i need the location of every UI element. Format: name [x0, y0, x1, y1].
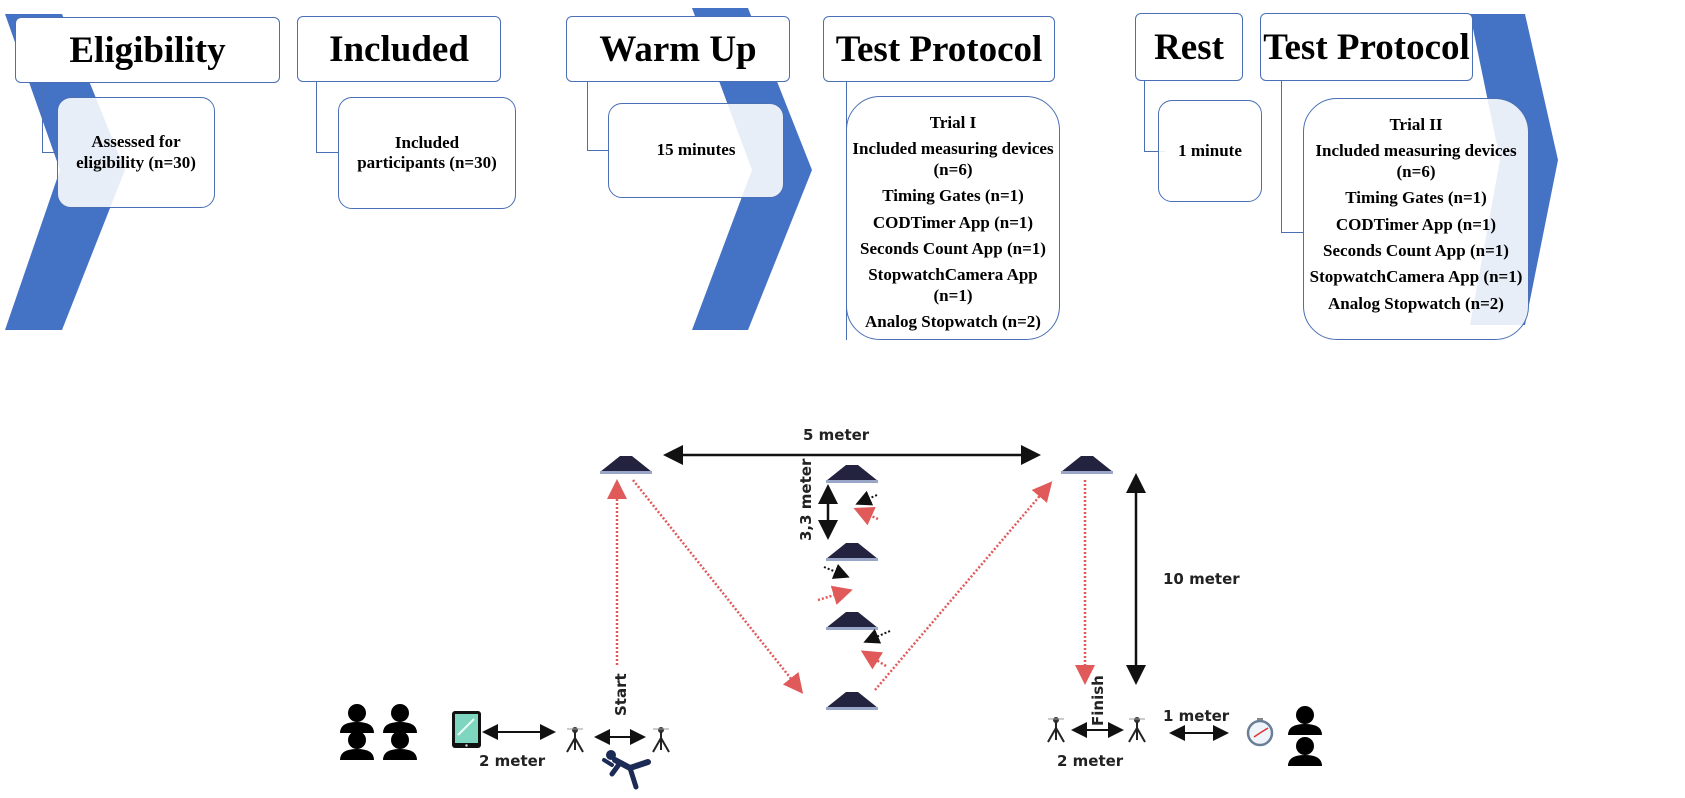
detail-line: StopwatchCamera App (n=1): [868, 265, 1038, 305]
connector: [1144, 78, 1165, 152]
cone-icon: [826, 692, 878, 710]
finish-distance-label: 2 meter: [1057, 752, 1124, 770]
detail-line: Assessed for: [91, 132, 181, 152]
timing-gate-icon: [1128, 716, 1146, 743]
step-header-eligibility: Eligibility: [15, 17, 280, 83]
step-title: Included: [329, 28, 469, 70]
step-detail-trial-2: Trial II Included measuring devices (n=6…: [1303, 98, 1529, 340]
timing-gate-icon: [566, 726, 584, 753]
detail-line: 15 minutes: [656, 140, 736, 160]
step-detail-eligibility: Assessed for eligibility (n=30): [57, 97, 215, 208]
person-icon: [1288, 706, 1322, 766]
detail-line: StopwatchCamera App (n=1): [1309, 267, 1523, 287]
step-title: Test Protocol: [835, 28, 1043, 70]
detail-line: Analog Stopwatch (n=2): [1328, 293, 1504, 313]
detail-line: eligibility (n=30): [76, 152, 196, 172]
finish-label: Finish: [1089, 675, 1107, 726]
step-header-included: Included: [297, 16, 501, 82]
detail-line: participants (n=30): [357, 153, 497, 172]
step-header-warmup: Warm Up: [566, 16, 790, 82]
step-title: Rest: [1154, 26, 1224, 68]
runner-icon: [602, 750, 651, 790]
step-detail-rest: 1 minute: [1158, 100, 1262, 202]
step-detail-included: Included participants (n=30): [338, 97, 516, 209]
cone-icon: [826, 543, 878, 561]
people-group-icon: [340, 704, 417, 760]
detail-line: Seconds Count App (n=1): [1323, 240, 1509, 260]
timing-gate-icon: [1047, 716, 1065, 743]
detail-line: Included measuring devices: [852, 139, 1054, 159]
detail-line: Timing Gates (n=1): [1345, 188, 1487, 208]
cone-spacing-label: 3,3 meter: [797, 458, 815, 541]
start-label: Start: [612, 673, 630, 716]
detail-line: (n=6): [1396, 161, 1436, 181]
detail-line: Included measuring devices: [1315, 141, 1517, 161]
connector: [42, 80, 63, 153]
step-header-test-protocol-2: Test Protocol: [1260, 13, 1473, 81]
cone-icon: [1061, 456, 1113, 474]
stopwatch-distance-label: 1 meter: [1163, 707, 1230, 725]
cone-icon: [826, 612, 878, 630]
detail-line: Included: [394, 132, 460, 152]
step-detail-warmup: 15 minutes: [608, 103, 784, 198]
detail-line: (n=6): [933, 159, 973, 179]
start-distance-label: 2 meter: [479, 752, 546, 770]
detail-line: Trial II: [1389, 115, 1443, 134]
tablet-icon: [452, 711, 481, 748]
detail-line: CODTimer App (n=1): [1335, 214, 1497, 234]
cone-icon: [600, 456, 652, 474]
course-diagram: [340, 445, 1322, 790]
step-detail-trial-1: Trial I Included measuring devices (n=6)…: [846, 96, 1060, 340]
connector: [1281, 78, 1304, 233]
detail-line: 1 minute: [1178, 140, 1242, 160]
run-path: [607, 479, 1095, 694]
connector: [587, 80, 610, 151]
width-label: 5 meter: [803, 426, 870, 444]
stopwatch-icon: [1246, 718, 1274, 747]
cone-weave-arrows: [823, 490, 891, 644]
timing-gate-icon: [652, 726, 670, 753]
step-title: Test Protocol: [1263, 26, 1470, 68]
length-label: 10 meter: [1163, 570, 1240, 588]
cone-icon: [826, 465, 878, 483]
detail-line: CODTimer App (n=1): [872, 212, 1034, 232]
step-title: Warm Up: [599, 28, 757, 70]
connector: [316, 80, 339, 153]
step-header-test-protocol-1: Test Protocol: [823, 16, 1055, 82]
detail-line: Seconds Count App (n=1): [860, 238, 1046, 258]
detail-line: Trial I: [929, 113, 977, 132]
detail-line: Timing Gates (n=1): [882, 186, 1024, 206]
step-title: Eligibility: [69, 29, 226, 71]
step-header-rest: Rest: [1135, 13, 1243, 81]
detail-line: Analog Stopwatch (n=2): [865, 312, 1041, 332]
